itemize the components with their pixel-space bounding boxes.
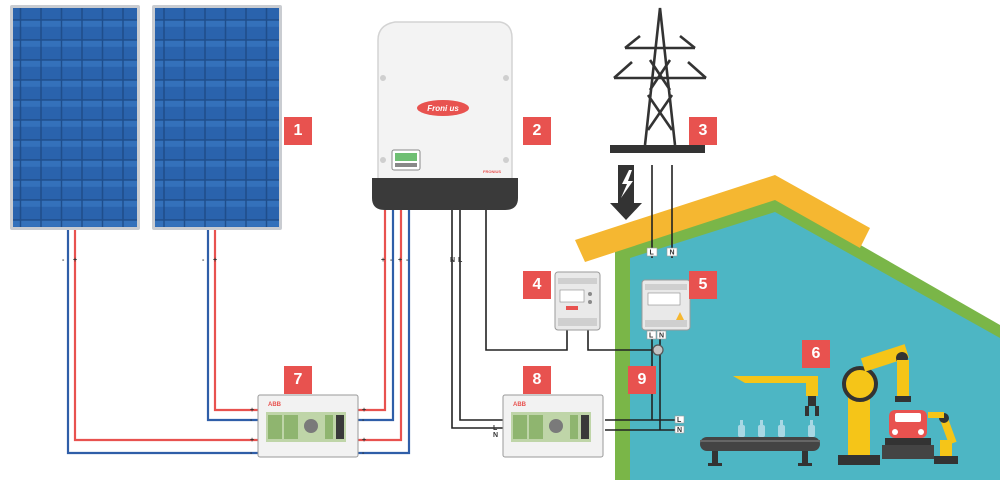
inv-n-label: N — [450, 257, 455, 264]
lightning-icon — [621, 170, 633, 198]
solar-panel-2 — [152, 5, 282, 230]
robot-arm-small-icon — [928, 412, 958, 464]
grid-l-label: L — [650, 250, 655, 257]
grid-n-label: N — [670, 250, 675, 257]
dc-wiring — [66, 210, 411, 455]
ac-wiring — [451, 165, 675, 431]
inverter: Froni us FRONIUS — [372, 21, 518, 210]
transmission-tower-icon — [610, 7, 707, 153]
inverter-logo — [417, 100, 469, 116]
comb7-out-minus-2: - — [362, 450, 365, 457]
panel2-minus-label: - — [202, 257, 205, 264]
conveyor-icon — [700, 437, 820, 466]
comb7-out-minus-1: - — [362, 417, 365, 424]
house-n-label: N — [677, 427, 682, 434]
badge-6: 6 — [802, 340, 830, 368]
robot-arm-icon — [838, 344, 911, 465]
panel2-plus-label: + — [213, 257, 217, 264]
solar-panel-1 — [10, 5, 140, 230]
badge-2: 2 — [523, 117, 551, 145]
comb7-in-plus-2: + — [250, 437, 254, 444]
badge-7: 7 — [284, 366, 312, 394]
badge-8: 8 — [523, 366, 551, 394]
comb7-out-plus-1: + — [362, 407, 366, 414]
comb7-out-plus-2: + — [362, 437, 366, 444]
comb7-in-plus-1: + — [250, 407, 254, 414]
combiner-box-7: ABB — [257, 394, 359, 458]
house-l-label: L — [677, 417, 682, 424]
gantry — [733, 376, 819, 416]
combiner8-brand: ABB — [513, 402, 527, 408]
combiner7-brand: ABB — [268, 402, 282, 408]
house — [575, 175, 1000, 480]
arrow-down-icon — [610, 165, 642, 220]
comb7-in-minus-1: - — [250, 417, 253, 424]
meter5-l-label: L — [649, 333, 654, 340]
combiner-box-8: ABB — [502, 394, 604, 458]
inv-minus-label-1: - — [390, 257, 393, 264]
badge-3: 3 — [689, 117, 717, 145]
bottles — [738, 420, 815, 437]
comb8-n-label: N — [493, 432, 498, 439]
inverter-brand-small: FRONIUS — [483, 169, 501, 174]
inv-plus-label-2: + — [398, 257, 402, 264]
panel1-minus-label: - — [62, 257, 65, 264]
meter5-n-label: N — [659, 333, 664, 340]
house-roof — [575, 175, 870, 262]
inv-plus-label-1: + — [381, 257, 385, 264]
badge-5: 5 — [689, 271, 717, 299]
energy-meter-5 — [641, 279, 691, 331]
energy-meter-4 — [554, 271, 601, 331]
comb7-in-minus-2: - — [250, 450, 253, 457]
badge-9: 9 — [628, 366, 656, 394]
comb8-l-label: L — [493, 425, 498, 432]
current-clamp — [652, 344, 664, 356]
inv-minus-label-2: - — [406, 257, 409, 264]
badge-1: 1 — [284, 117, 312, 145]
car-icon — [882, 410, 934, 459]
panel1-plus-label: + — [73, 257, 77, 264]
badge-4: 4 — [523, 271, 551, 299]
inverter-brand: Froni us — [427, 104, 459, 113]
inv-l-label: L — [458, 257, 463, 264]
